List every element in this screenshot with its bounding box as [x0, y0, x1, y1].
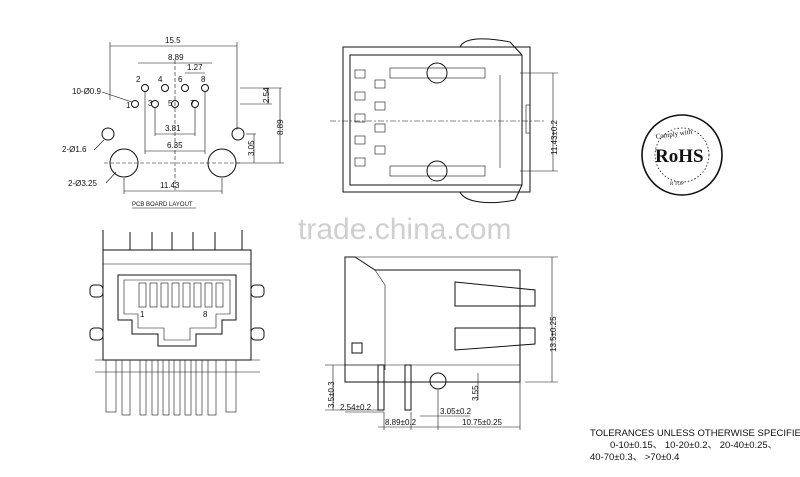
- front-top-pins: [102, 230, 243, 250]
- pin-label-6: 6: [178, 75, 183, 84]
- dim-v-2-54: 2.54: [262, 87, 271, 103]
- side-view: 13.5±0.25 3.5±0.3 2.54±0.2 8.89±0.2 3.05…: [325, 256, 558, 430]
- dim-v-8-89: 8.89: [276, 119, 285, 135]
- dim-width-15-5: 15.5: [165, 36, 181, 45]
- top-view: 11.43±0.2: [330, 38, 559, 204]
- dim-top-11-43: 11.43±0.2: [550, 120, 559, 155]
- dim-side-13-5: 13.5±0.25: [549, 316, 558, 352]
- front-pin-8: 8: [203, 310, 208, 319]
- top-view-pins: [354, 69, 386, 167]
- front-contacts: [138, 282, 224, 308]
- tolerances-line-2: 40-70±0.3、 >70±0.4: [590, 452, 680, 463]
- dim-v-3-05: 3.05: [247, 140, 256, 156]
- dim-side-8-89: 8.89±0.2: [385, 418, 417, 427]
- pin-label-5: 5: [168, 99, 173, 108]
- callout-small-holes: 10-Ø0.9: [72, 87, 101, 96]
- front-pin-1: 1: [140, 310, 145, 319]
- pcb-layout-view: 15.5 8.89 1.27 2 4 6 8 1 3 5 7 10-Ø0.9 2…: [62, 36, 285, 209]
- pin-label-1: 1: [126, 101, 131, 110]
- tolerances-block: TOLERANCES UNLESS OTHERWISE SPECIFIED : …: [590, 428, 800, 464]
- rohs-title: RoHS: [655, 146, 704, 167]
- rohs-ring-bottom: R TOP: [670, 182, 684, 187]
- pin-label-4: 4: [158, 75, 163, 84]
- front-bottom-legs: [105, 359, 237, 416]
- dim-side-3-5: 3.5±0.3: [327, 381, 336, 408]
- dim-side-3-55: 3.55: [471, 385, 480, 401]
- dim-pitch-8-89: 8.89: [168, 53, 184, 62]
- rohs-seal: RoHS Comply with R TOP: [641, 114, 723, 196]
- dim-h-3-81: 3.81: [165, 124, 181, 133]
- watermark: trade.china.com: [298, 213, 511, 246]
- pin-label-7: 7: [190, 99, 195, 108]
- dim-h-6-35: 6.35: [167, 141, 183, 150]
- dim-pitch-1-27: 1.27: [187, 63, 203, 72]
- callout-large-holes: 2-Ø3.25: [68, 179, 97, 188]
- pin-label-2: 2: [136, 75, 141, 84]
- front-view: 1 8: [89, 230, 265, 416]
- pin-label-8: 8: [201, 75, 206, 84]
- pcb-layout-label: PCB BOARD LAYOUT: [132, 202, 193, 208]
- pin-label-3: 3: [148, 99, 153, 108]
- callout-mid-holes: 2-Ø1.6: [62, 145, 87, 154]
- tolerances-title: TOLERANCES UNLESS OTHERWISE SPECIFIED :: [590, 428, 800, 439]
- rohs-ring-top: Comply with: [655, 128, 693, 141]
- dim-side-10-75: 10.75±0.25: [462, 418, 503, 427]
- tolerances-line-1: 0-10±0.15、 10-20±0.2、 20-40±0.25、: [610, 440, 778, 451]
- dim-side-2-54: 2.54±0.2: [340, 403, 372, 412]
- dim-side-3-05: 3.05±0.2: [440, 407, 472, 416]
- dim-h-11-43: 11.43: [160, 181, 180, 190]
- pin-holes-top-row: [131, 84, 209, 108]
